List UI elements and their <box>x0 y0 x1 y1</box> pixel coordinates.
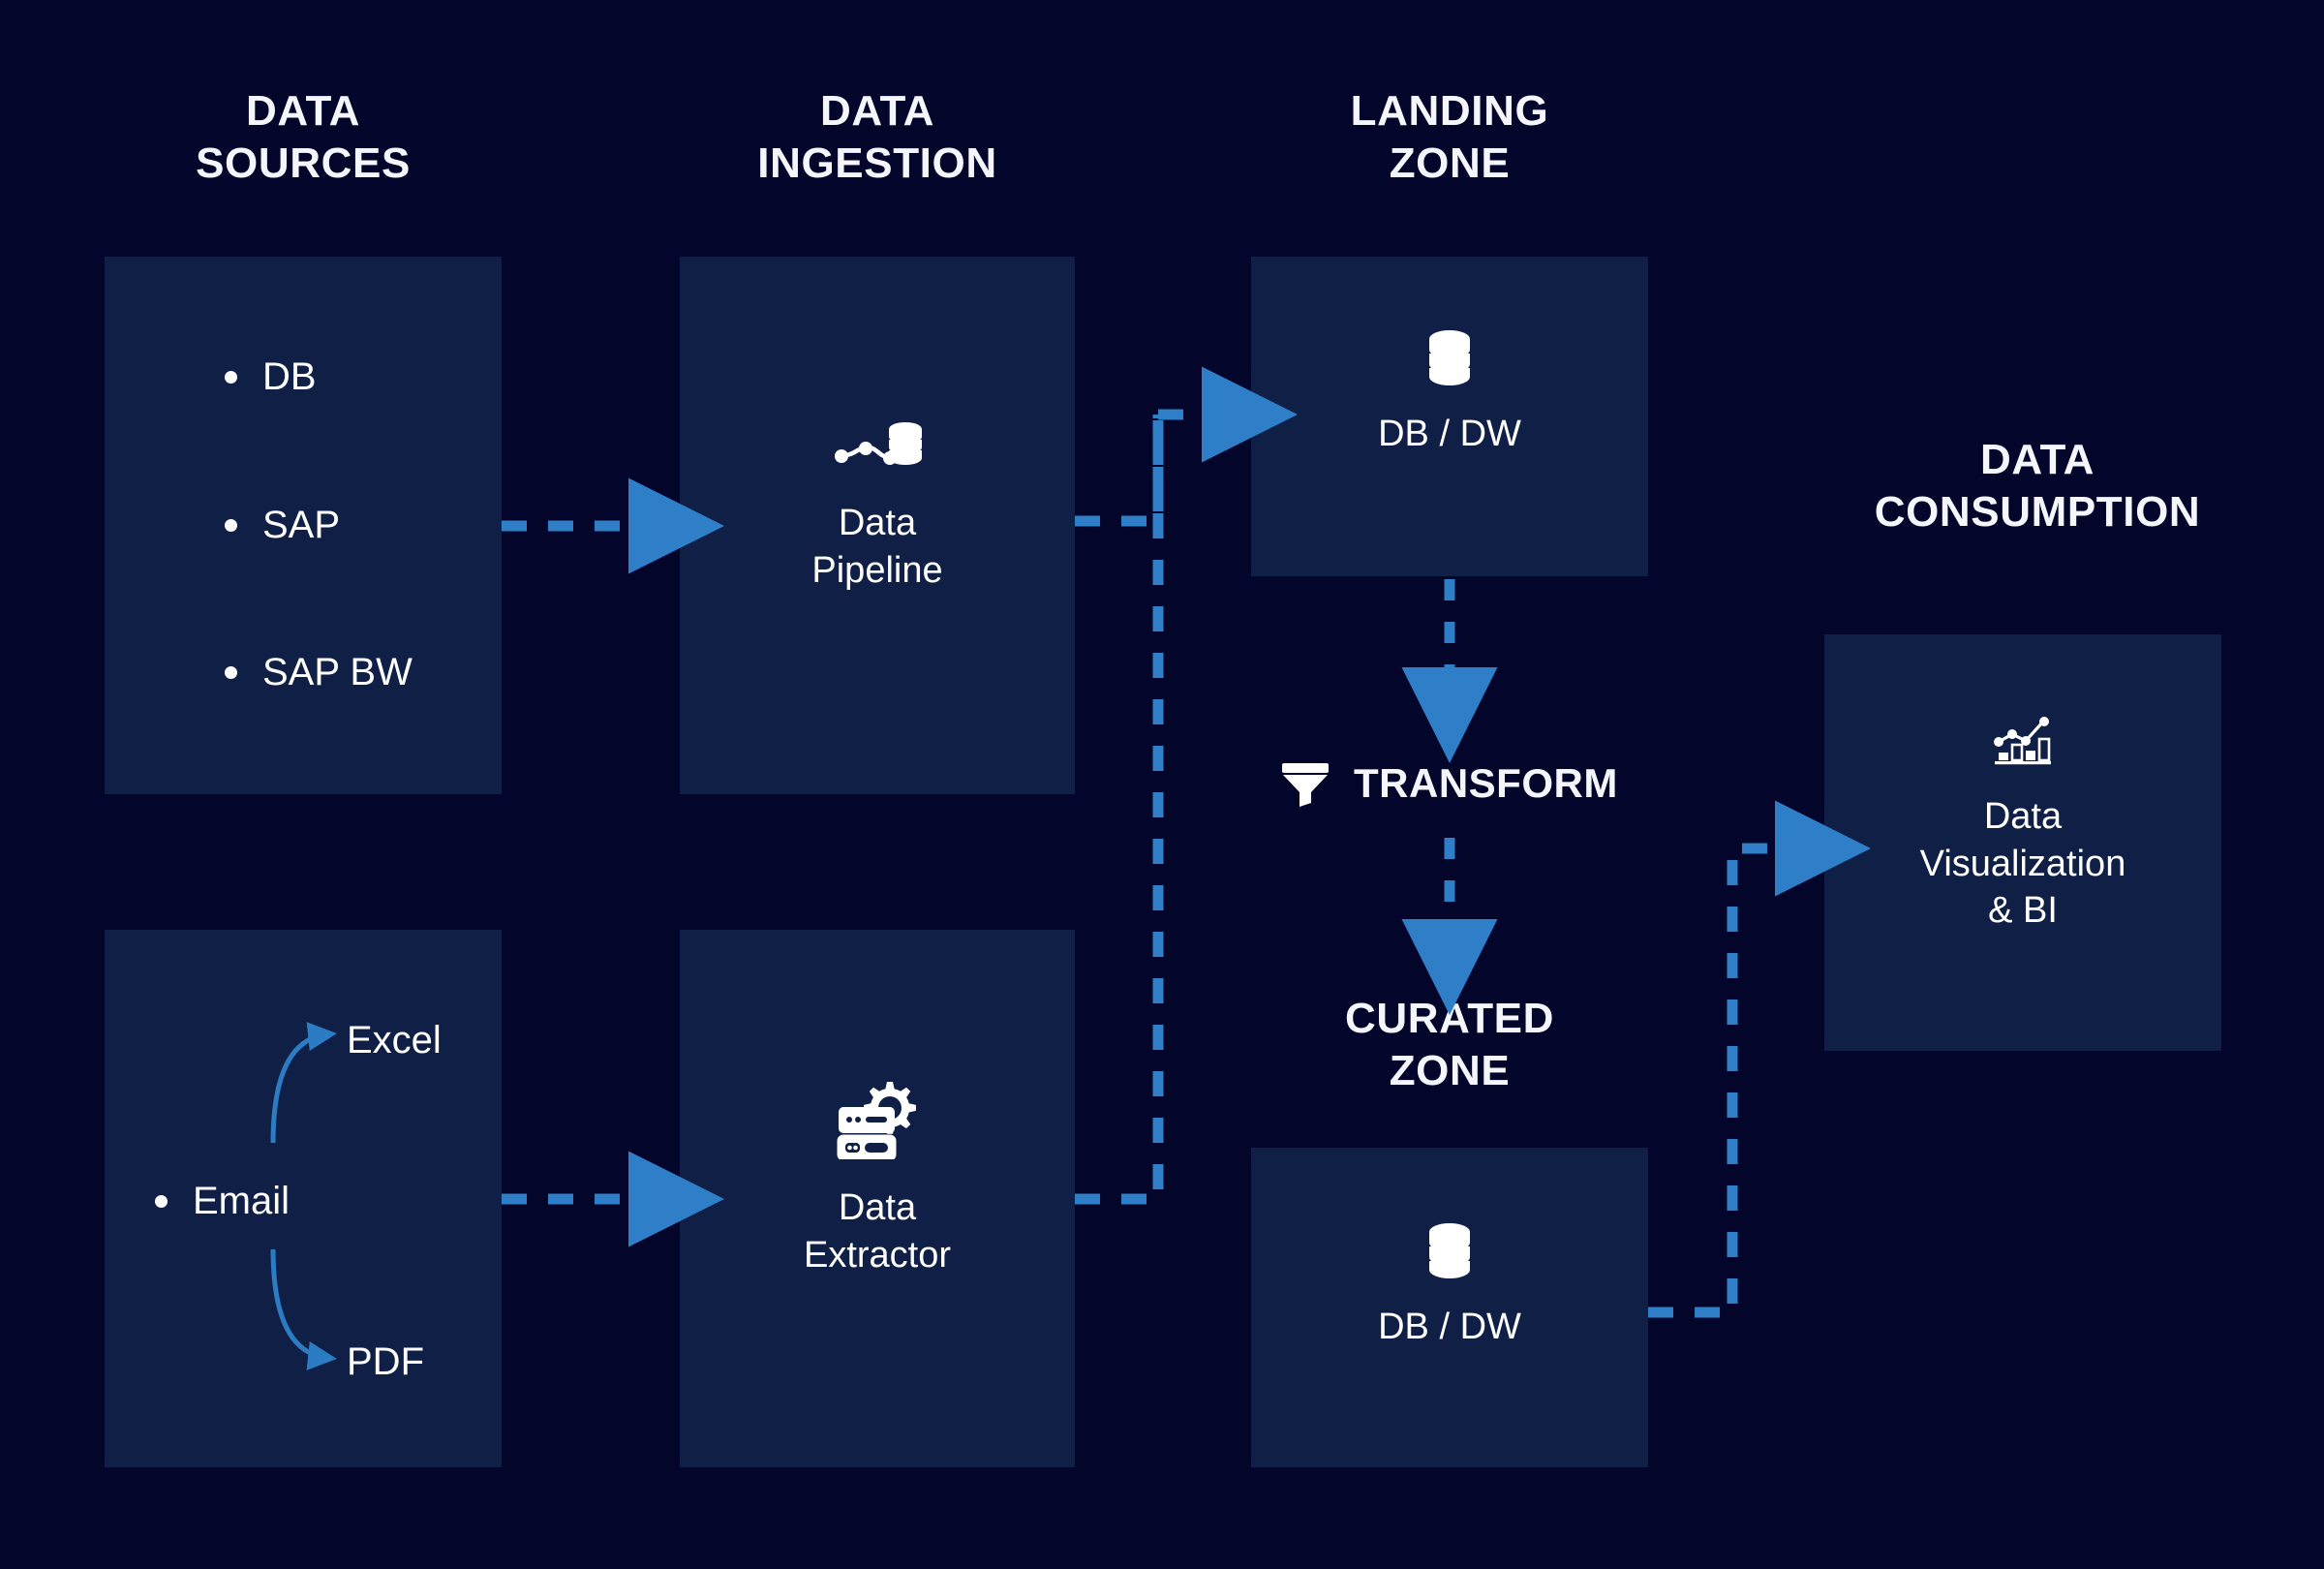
node-label: DB / DW <box>1378 1307 1521 1347</box>
bullet-dot-icon <box>155 1195 168 1208</box>
node-curated-db-dw: DB / DW <box>1251 1222 1648 1351</box>
consumption-box <box>1824 634 2221 1051</box>
source-list-item-sap-bw: SAP BW <box>225 651 413 694</box>
data-pipeline-icon <box>831 407 924 475</box>
source-list-item-db: DB <box>225 355 317 399</box>
connector-curated-to-consumption <box>1648 800 1871 1318</box>
node-landing-db-dw: DB / DW <box>1251 329 1648 458</box>
transform-marker: TRANSFORM <box>1278 758 1618 808</box>
curated-zone-box <box>1251 1148 1648 1467</box>
source-label: DB <box>262 355 317 398</box>
data-extractor-icon <box>835 1080 920 1161</box>
landing-zone-box <box>1251 257 1648 576</box>
analytics-chart-icon <box>1991 712 2055 768</box>
source-label: SAP <box>262 504 341 546</box>
data-sources-box <box>105 257 502 794</box>
curated-zone-title: CURATED ZONE <box>1344 995 1555 1094</box>
node-data-extractor: Data Extractor <box>680 1080 1075 1278</box>
data-extractor-box <box>680 930 1075 1467</box>
column-title-data-sources: DATA SOURCES <box>196 87 411 187</box>
email-output-label-pdf: PDF <box>347 1340 424 1383</box>
source-label: Email <box>193 1180 290 1222</box>
transform-label: TRANSFORM <box>1354 760 1618 806</box>
database-icon <box>1425 329 1474 385</box>
node-data-pipeline: Data Pipeline <box>680 407 1075 594</box>
node-data-visualization-bi: Data Visualization & BI <box>1824 712 2221 935</box>
node-label: Data Pipeline <box>811 503 943 591</box>
bullet-dot-icon <box>225 666 237 679</box>
email-output-label-excel: Excel <box>347 1019 442 1061</box>
source-list-item-email: Email <box>155 1180 290 1223</box>
connector-extractor-to-landing <box>1075 415 1164 1205</box>
column-title-data-ingestion: DATA INGESTION <box>757 87 997 187</box>
column-title-landing-zone: LANDING ZONE <box>1350 87 1549 187</box>
node-label: Data Visualization & BI <box>1919 796 2126 932</box>
node-label: DB / DW <box>1378 414 1521 454</box>
connector-pipeline-to-landing <box>1075 415 1164 527</box>
database-icon <box>1425 1222 1474 1278</box>
bullet-dot-icon <box>225 519 237 532</box>
funnel-icon <box>1278 760 1332 807</box>
bullet-dot-icon <box>225 371 237 384</box>
node-label: Data Extractor <box>803 1187 952 1276</box>
source-label: SAP BW <box>262 651 413 693</box>
source-list-item-sap: SAP <box>225 504 340 547</box>
email-box <box>105 930 502 1467</box>
column-title-data-consumption: DATA CONSUMPTION <box>1874 436 2201 536</box>
data-pipeline-box <box>680 257 1075 794</box>
